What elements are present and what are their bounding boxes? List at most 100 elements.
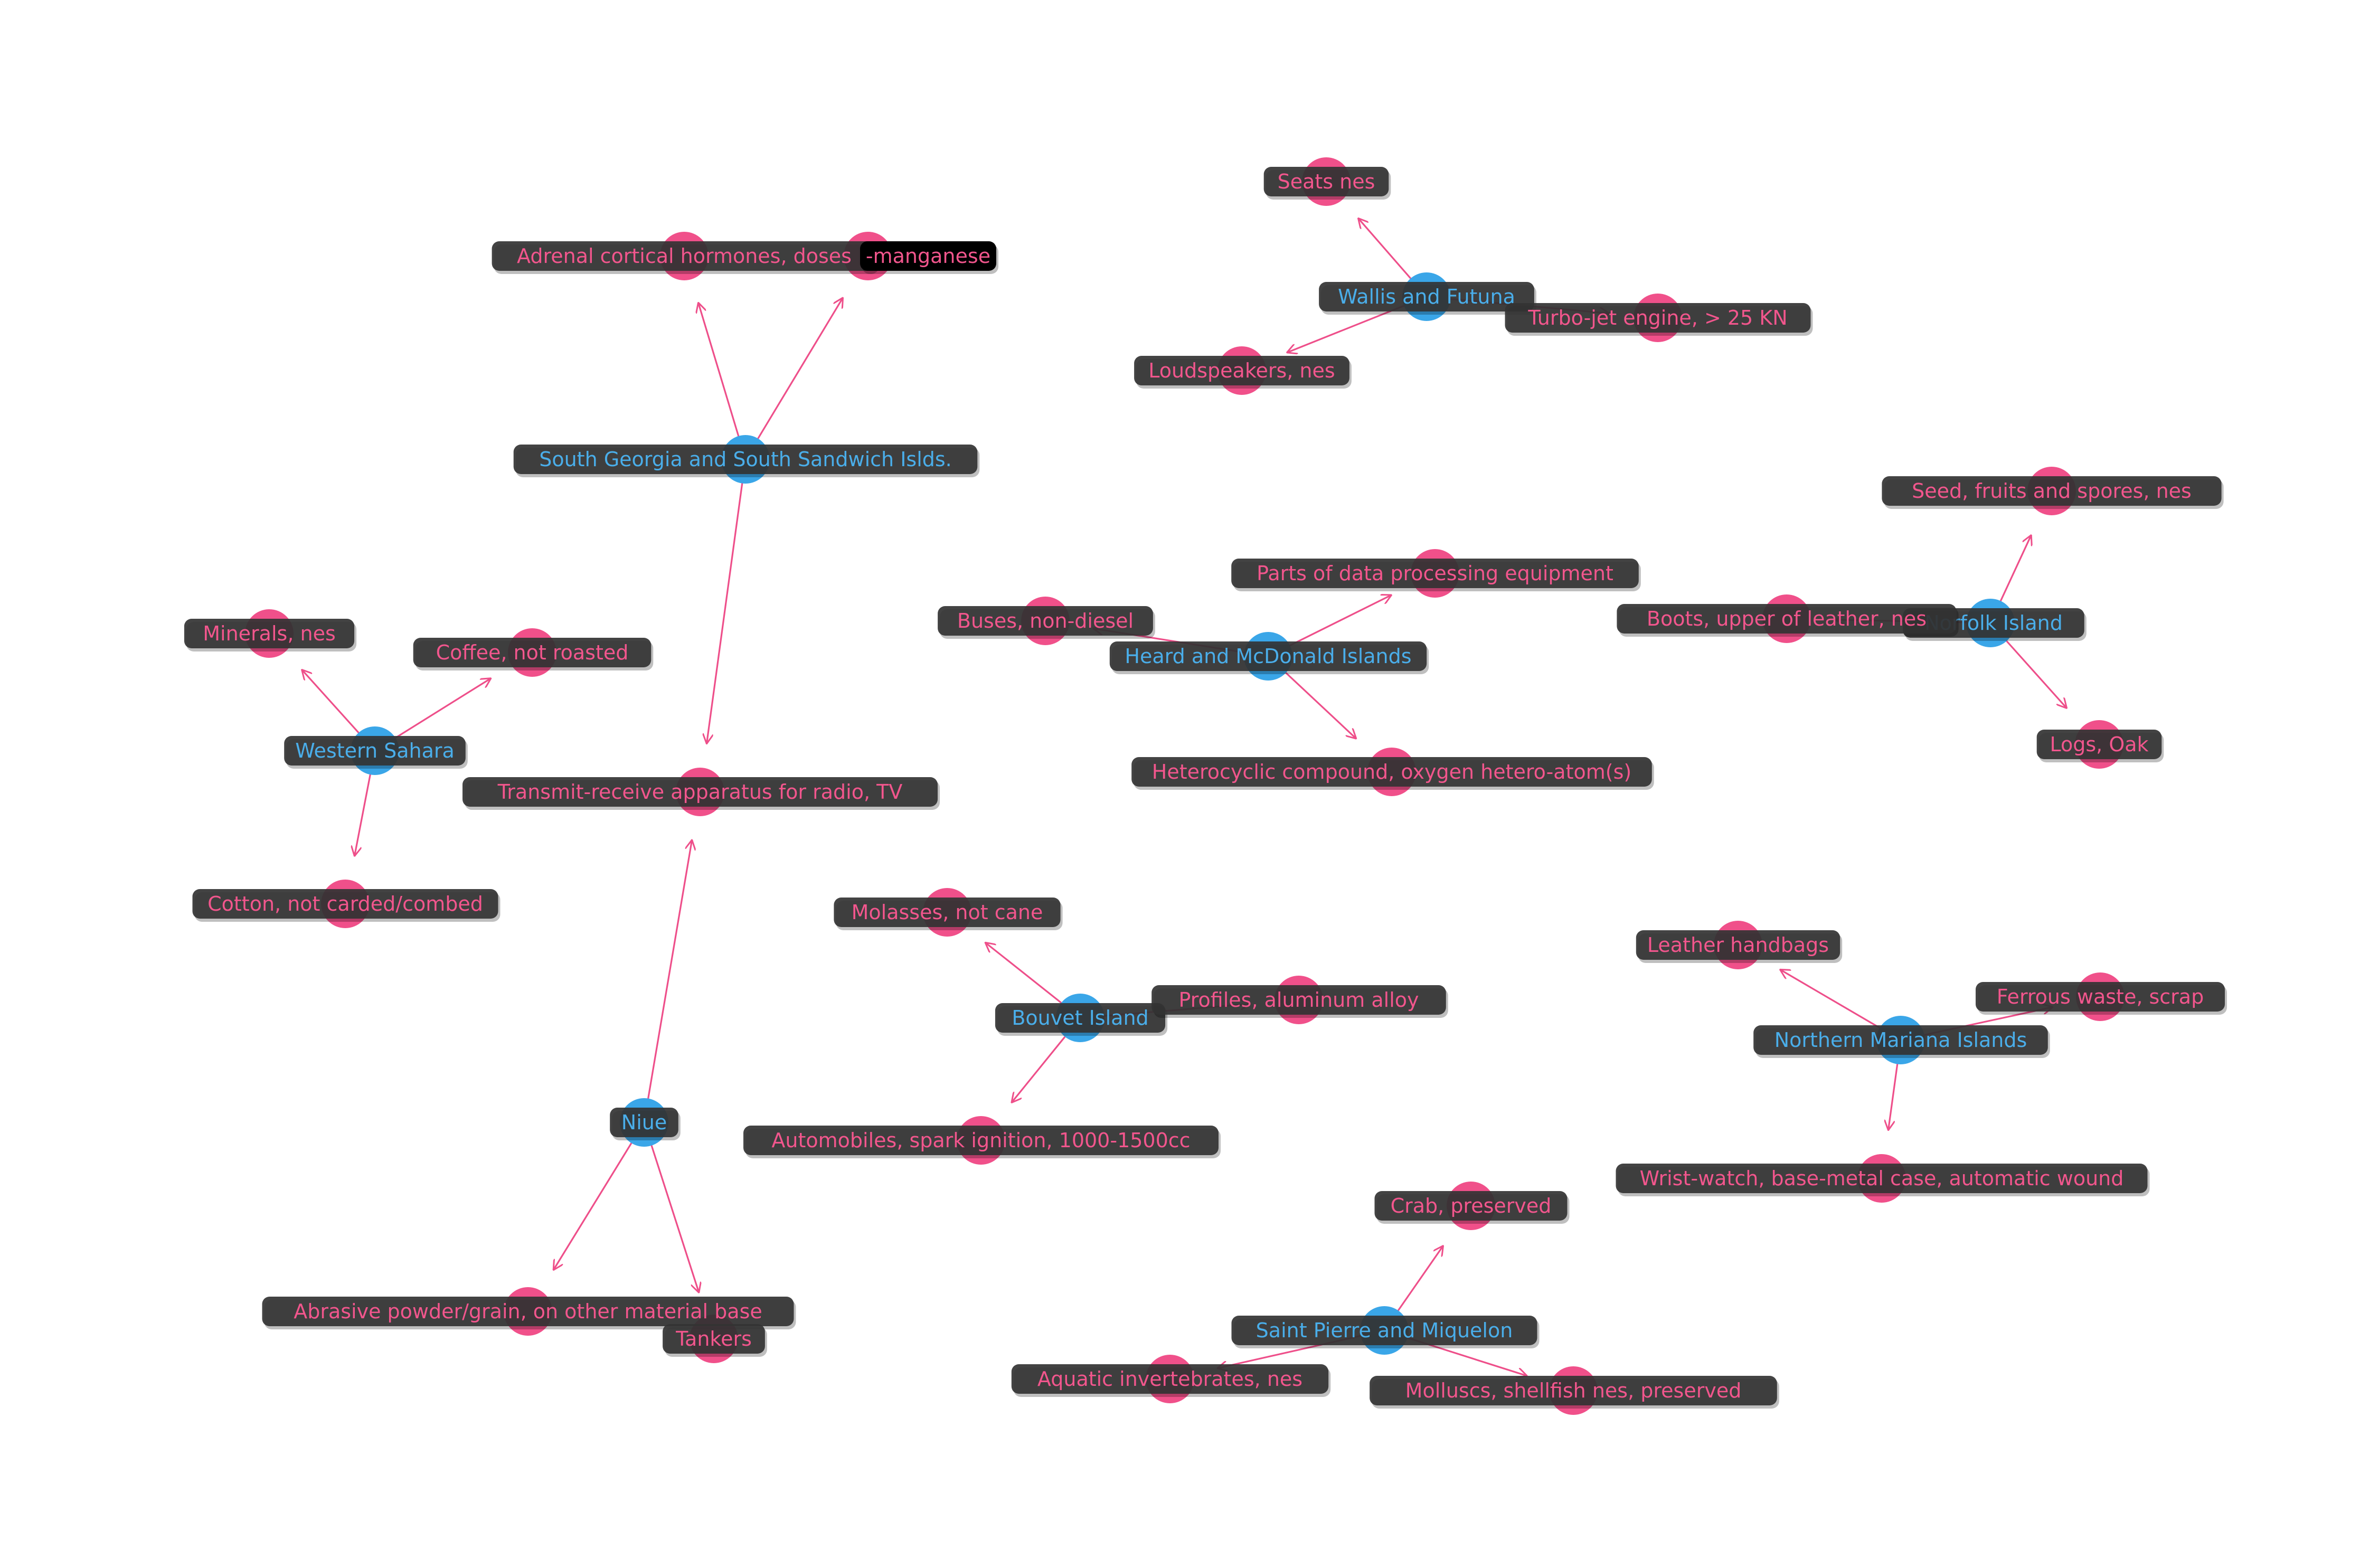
label-box	[938, 606, 1153, 636]
product-label-text: Tankers	[675, 1327, 752, 1350]
product-label-text: -manganese	[866, 244, 990, 268]
product-label-text: Seats nes	[1278, 170, 1375, 193]
product-label-molasses: Molasses, not cane	[834, 898, 1063, 930]
product-label-text: Molluscs, shellfish nes, preserved	[1405, 1379, 1742, 1402]
label-box	[1231, 1316, 1537, 1345]
product-label-mang: -manganese	[860, 241, 998, 274]
product-label-tankers: Tankers	[663, 1324, 767, 1357]
country-label-text: Heard and McDonald Islands	[1125, 645, 1411, 668]
edge-sgs-transmit	[706, 475, 744, 744]
edge-bv-molasses	[985, 942, 1069, 1009]
product-label-hetero: Heterocyclic compound, oxygen hetero-ato…	[1131, 757, 1654, 790]
label-box	[284, 736, 466, 766]
country-label-hm: Heard and McDonald Islands	[1109, 641, 1429, 674]
edge-eh-minerals	[302, 669, 365, 740]
country-label-text: Wallis and Futuna	[1338, 285, 1515, 308]
edge-hm-parts	[1282, 595, 1392, 650]
product-label-text: Crab, preserved	[1391, 1194, 1552, 1217]
product-label-text: Logs, Oak	[2050, 733, 2148, 756]
label-box	[1617, 604, 1957, 634]
label-box	[1231, 559, 1639, 588]
label-box	[1151, 985, 1446, 1015]
product-label-text: Adrenal cortical hormones, doses	[517, 244, 852, 268]
product-label-text: Coffee, not roasted	[436, 641, 629, 664]
label-box	[1976, 982, 2225, 1012]
product-label-cotton: Cotton, not carded/combed	[192, 889, 501, 922]
edge-nu-transmit	[646, 840, 692, 1107]
label-box	[860, 241, 996, 271]
product-label-logs: Logs, Oak	[2036, 730, 2164, 762]
product-label-parts: Parts of data processing equipment	[1231, 559, 1641, 591]
label-box	[1882, 476, 2222, 506]
product-label-text: Loudspeakers, nes	[1148, 359, 1335, 382]
edge-sgs-mang	[753, 298, 843, 447]
edge-sgs-adrenal	[698, 303, 742, 445]
label-box	[513, 445, 978, 474]
label-box	[262, 1297, 794, 1326]
product-label-text: Automobiles, spark ignition, 1000-1500cc	[771, 1129, 1190, 1152]
country-label-mp: Northern Mariana Islands	[1753, 1025, 2050, 1058]
label-box	[1370, 1376, 1777, 1405]
label-box	[663, 1324, 765, 1354]
product-label-text: Aquatic invertebrates, nes	[1037, 1367, 1302, 1391]
edge-pm-crab	[1392, 1246, 1443, 1318]
country-label-text: Northern Mariana Islands	[1774, 1028, 2027, 1052]
product-label-buses: Buses, non-diesel	[938, 606, 1155, 639]
product-label-minerals: Minerals, nes	[184, 619, 357, 651]
label-box	[834, 898, 1061, 927]
product-label-text: Boots, upper of leather, nes	[1647, 607, 1927, 630]
product-label-text: Buses, non-diesel	[957, 609, 1134, 632]
product-label-boots: Boots, upper of leather, nes	[1617, 604, 1959, 637]
country-label-text: Niue	[621, 1111, 667, 1134]
label-box	[1134, 356, 1349, 385]
label-box	[1616, 1164, 2148, 1193]
edge-wf-seats	[1358, 218, 1417, 286]
country-label-eh: Western Sahara	[284, 736, 468, 769]
edge-nf-seed	[1996, 535, 2032, 609]
product-label-loud: Loudspeakers, nes	[1134, 356, 1352, 389]
country-label-nu: Niue	[610, 1108, 681, 1140]
product-label-text: Wrist-watch, base-metal case, automatic …	[1640, 1167, 2124, 1190]
product-label-abrasive: Abrasive powder/grain, on other material…	[262, 1297, 796, 1329]
product-label-molluscs: Molluscs, shellfish nes, preserved	[1370, 1376, 1779, 1409]
label-box	[1263, 167, 1389, 196]
label-box	[610, 1108, 678, 1137]
label-box	[2036, 730, 2162, 759]
label-box	[1753, 1025, 2048, 1055]
product-label-crab: Crab, preserved	[1374, 1191, 1570, 1224]
edge-eh-coffee	[388, 678, 491, 743]
country-label-text: Western Sahara	[295, 739, 455, 762]
product-label-text: Abrasive powder/grain, on other material…	[294, 1300, 762, 1323]
label-box	[1374, 1191, 1568, 1221]
product-label-autos: Automobiles, spark ignition, 1000-1500cc	[743, 1126, 1221, 1158]
product-label-text: Heterocyclic compound, oxygen hetero-ato…	[1152, 760, 1631, 783]
product-label-text: Profiles, aluminum alloy	[1178, 988, 1419, 1012]
label-box	[1636, 930, 1840, 960]
product-label-watch: Wrist-watch, base-metal case, automatic …	[1616, 1164, 2150, 1196]
edge-nf-logs	[2000, 634, 2067, 708]
product-label-coffee: Coffee, not roasted	[413, 638, 654, 670]
label-box	[1131, 757, 1652, 787]
label-box	[1109, 641, 1427, 671]
label-box	[413, 638, 652, 667]
product-label-transmit: Transmit-receive apparatus for radio, TV	[462, 777, 940, 810]
label-box	[462, 777, 938, 807]
label-box	[184, 619, 355, 648]
edge-bv-autos	[1012, 1029, 1071, 1102]
product-label-text: Ferrous waste, scrap	[1997, 985, 2204, 1008]
label-box	[743, 1126, 1219, 1155]
product-label-text: Molasses, not cane	[852, 901, 1043, 924]
edge-mp-watch	[1889, 1055, 1900, 1130]
product-label-aquatic: Aquatic invertebrates, nes	[1011, 1364, 1331, 1397]
edge-eh-cotton	[354, 766, 373, 856]
product-label-text: Cotton, not carded/combed	[207, 892, 483, 915]
edge-nu-tankers	[648, 1137, 699, 1293]
product-label-handbags: Leather handbags	[1636, 930, 1843, 963]
product-label-text: Transmit-receive apparatus for radio, TV	[497, 780, 903, 804]
country-label-pm: Saint Pierre and Miquelon	[1231, 1316, 1540, 1348]
label-box	[1505, 303, 1811, 333]
product-label-seats: Seats nes	[1263, 167, 1391, 200]
country-label-bv: Bouvet Island	[995, 1003, 1168, 1036]
nodes-layer: South Georgia and South Sandwich Islds.W…	[184, 157, 2227, 1415]
